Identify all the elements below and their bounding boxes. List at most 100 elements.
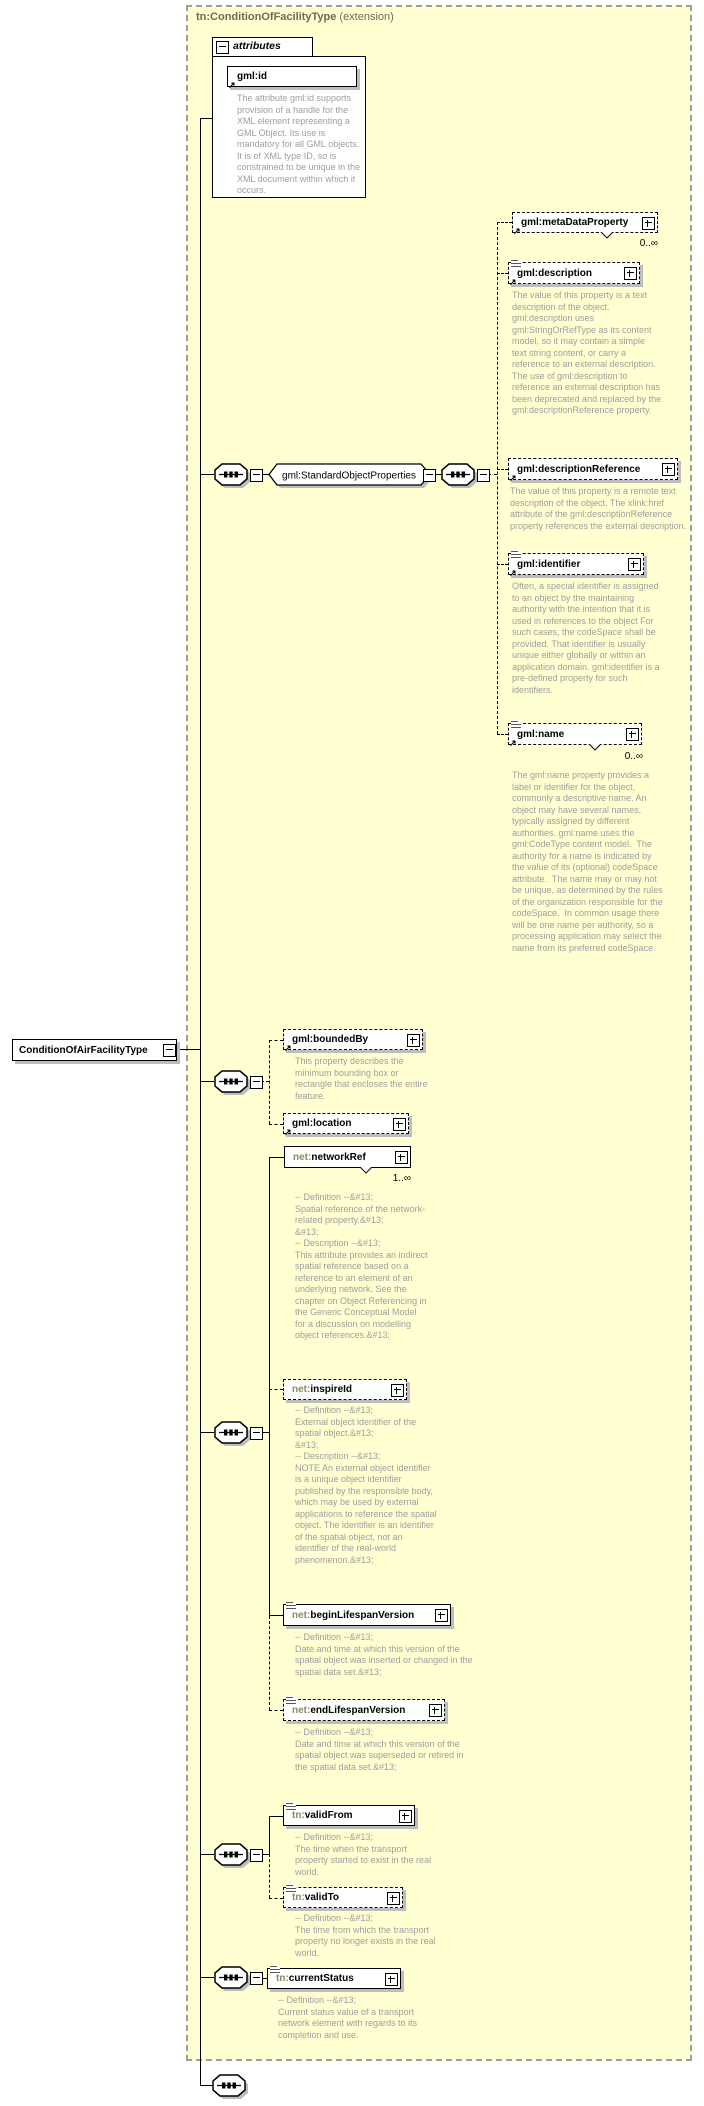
element-gml-metaDataProperty[interactable]: ↗ gml:metaDataProperty <box>512 212 662 239</box>
annotation-validTo: -- Definition --&#13; The time from whic… <box>295 1913 436 1958</box>
connector-line <box>261 1978 267 1979</box>
connector-line <box>269 1898 283 1899</box>
connector-line <box>269 1040 270 1124</box>
reference-arrow-icon: ↗ <box>509 568 517 578</box>
connector-line <box>269 1157 270 1616</box>
connector-line <box>269 1124 283 1125</box>
annotation-icon <box>511 720 521 729</box>
extension-suffix: (extension) <box>339 11 394 23</box>
connector-line <box>177 1049 200 1050</box>
element-label: gml:metaDataProperty <box>521 217 629 228</box>
annotation-icon <box>286 1802 296 1811</box>
element-gml-descriptionReference[interactable]: ↗ gml:descriptionReference <box>508 458 678 483</box>
expand-icon[interactable] <box>385 1972 398 1986</box>
attributes-panel: ↗ gml:id The attribute gml:id supports p… <box>212 56 366 198</box>
annotation-inspireId: -- Definition --&#13; External object id… <box>295 1405 437 1565</box>
collapse-icon[interactable] <box>477 469 490 482</box>
expand-icon[interactable] <box>387 1891 400 1905</box>
connector-line <box>261 1432 269 1433</box>
namespace-prefix: net: <box>293 1151 312 1163</box>
sequence-connector <box>214 1843 250 1868</box>
connector-line <box>200 1854 214 1855</box>
element-tn-validFrom[interactable]: tn:validFrom <box>283 1802 415 1826</box>
collapse-icon[interactable] <box>163 1044 176 1057</box>
element-gml-identifier[interactable]: ↗ gml:identifier <box>508 550 644 578</box>
collapse-icon[interactable] <box>250 1972 263 1985</box>
expand-icon[interactable] <box>399 1809 412 1823</box>
expand-icon[interactable] <box>624 267 637 280</box>
element-label: validTo <box>304 1892 340 1903</box>
annotation-descriptionReference: The value of this property is a remote t… <box>510 486 687 531</box>
element-net-networkRef[interactable]: net:networkRef <box>284 1146 415 1174</box>
connector-line <box>269 1854 270 1898</box>
element-gml-name[interactable]: ↗ gml:name <box>508 720 646 751</box>
element-gml-boundedBy[interactable]: ↗ gml:boundedBy <box>283 1029 423 1053</box>
annotation-identifier: Often, a special identifier is assigned … <box>512 581 663 695</box>
connector-line <box>261 474 269 475</box>
model-group-StandardObjectProperties[interactable]: gml:StandardObjectProperties <box>268 463 438 491</box>
annotation-currentStatus: -- Definition --&#13; Current status val… <box>278 1995 418 2040</box>
expand-icon[interactable] <box>435 1609 448 1622</box>
expand-icon[interactable] <box>429 1704 442 1717</box>
cardinality-name: 0..∞ <box>624 751 643 762</box>
element-ConditionOfAirFacilityType[interactable]: ConditionOfAirFacilityType <box>12 1039 177 1061</box>
connector-line <box>200 1081 214 1082</box>
element-gml-location[interactable]: ↗ gml:location <box>283 1113 409 1137</box>
element-label: ConditionOfAirFacilityType <box>19 1044 148 1056</box>
connector-line <box>488 474 497 475</box>
attribute-gml-id[interactable]: ↗ gml:id <box>227 66 357 90</box>
attribute-label: gml:id <box>237 71 267 82</box>
collapse-icon[interactable] <box>216 41 229 54</box>
connector-line <box>261 1854 269 1855</box>
connector-line <box>434 474 442 475</box>
extension-title: tn:ConditionOfFacilityType (extension) <box>196 11 394 23</box>
reference-arrow-icon: ↗ <box>284 1043 292 1053</box>
collapse-icon[interactable] <box>250 1076 263 1089</box>
connector-line <box>269 1040 283 1041</box>
annotation-icon <box>270 1965 280 1974</box>
element-net-inspireId[interactable]: net:inspireId <box>283 1379 407 1400</box>
sequence-connector <box>212 2074 248 2099</box>
expand-icon[interactable] <box>393 1117 406 1131</box>
expand-icon[interactable] <box>395 1151 408 1164</box>
element-tn-currentStatus[interactable]: tn:currentStatus <box>267 1965 401 1989</box>
connector-line <box>269 1816 270 1854</box>
element-label: networkRef <box>311 1151 366 1163</box>
annotation-icon <box>511 550 521 559</box>
expand-icon[interactable] <box>642 216 655 230</box>
element-label: gml:boundedBy <box>292 1034 369 1045</box>
annotation-icon <box>286 1696 296 1705</box>
element-tn-validTo[interactable]: tn:validTo <box>283 1884 403 1908</box>
connector-line <box>200 118 201 2086</box>
expand-icon[interactable] <box>407 1033 420 1047</box>
expand-icon[interactable] <box>626 728 639 741</box>
expand-icon[interactable] <box>628 558 641 571</box>
element-label: inspireId <box>310 1384 353 1395</box>
namespace-prefix: net: <box>292 1609 311 1621</box>
expand-icon[interactable] <box>391 1383 404 1397</box>
annotation-icon <box>511 259 521 268</box>
reference-arrow-icon: ↗ <box>228 80 236 90</box>
connector-line <box>269 1615 283 1616</box>
extension-type-name: tn:ConditionOfFacilityType <box>196 11 337 23</box>
element-net-beginLifespanVersion[interactable]: net:beginLifespanVersion <box>283 1601 451 1626</box>
namespace-prefix: net: <box>292 1704 311 1716</box>
collapse-icon[interactable] <box>250 1849 263 1862</box>
annotation-icon <box>286 1884 296 1893</box>
connector-line <box>269 1616 270 1710</box>
element-label: validFrom <box>304 1810 353 1821</box>
attributes-header: attributes <box>212 37 313 57</box>
collapse-icon[interactable] <box>250 469 263 482</box>
collapse-icon[interactable] <box>250 1427 263 1440</box>
annotation-description: The value of this property is a text des… <box>512 290 662 415</box>
collapse-icon[interactable] <box>423 469 436 482</box>
element-label: currentStatus <box>288 1973 354 1984</box>
reference-arrow-icon: ↗ <box>509 473 517 483</box>
element-gml-description[interactable]: ↗ gml:description <box>508 259 640 287</box>
cardinality-metaDataProperty: 0..∞ <box>639 238 658 249</box>
element-net-endLifespanVersion[interactable]: net:endLifespanVersion <box>283 1696 445 1721</box>
element-label: endLifespanVersion <box>310 1704 406 1716</box>
namespace-prefix: tn: <box>292 1810 305 1821</box>
expand-icon[interactable] <box>662 463 675 476</box>
